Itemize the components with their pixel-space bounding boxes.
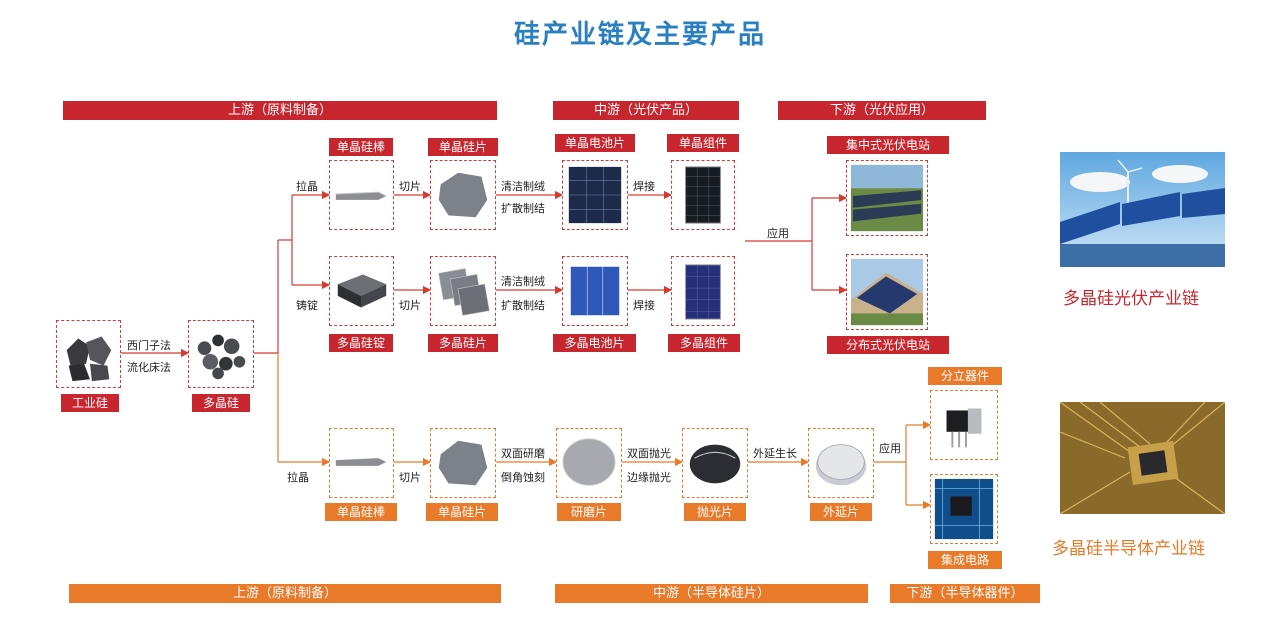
epi-wafer-image <box>808 428 874 498</box>
bar-semi-upstream: 上游（原料制备） <box>69 584 501 603</box>
distributed-station-image <box>846 254 928 330</box>
label-polished-wafer: 抛光片 <box>684 503 746 521</box>
process-weld-mid: 焊接 <box>633 299 655 312</box>
mono-module-image <box>671 160 735 230</box>
polysilicon-image <box>188 320 254 388</box>
label-mono-wafer-top: 单晶硅片 <box>428 138 498 156</box>
process-pull-semi: 拉晶 <box>287 471 309 484</box>
polished-wafer-image <box>682 428 748 498</box>
semiconductor-chip-photo <box>1060 402 1225 514</box>
bar-pv-downstream: 下游（光伏应用） <box>778 101 986 120</box>
label-ic: 集成电路 <box>928 551 1002 569</box>
caption-semi-chain: 多晶硅半导体产业链 <box>1052 539 1205 559</box>
page-title: 硅产业链及主要产品 <box>513 20 766 50</box>
label-distributed-station: 分布式光伏电站 <box>827 336 949 354</box>
process-fluidized-bed: 流化床法 <box>127 361 171 374</box>
bar-pv-midstream: 中游（光伏产品） <box>553 101 739 120</box>
process-texture-top: 清洁制绒 <box>501 180 545 193</box>
caption-pv-chain: 多晶硅光伏产业链 <box>1063 289 1199 309</box>
process-texture-mid: 清洁制绒 <box>501 275 545 288</box>
label-mono-rod-semi: 单晶硅棒 <box>325 503 397 521</box>
label-poly-cell: 多晶电池片 <box>553 334 636 352</box>
process-chamfer: 倒角蚀刻 <box>501 471 545 484</box>
process-pull-top: 拉晶 <box>296 180 318 193</box>
process-siemens: 西门子法 <box>127 339 171 352</box>
poly-cell-image <box>562 256 628 326</box>
process-edge-polish: 边缘抛光 <box>627 471 671 484</box>
label-poly-ingot: 多晶硅锭 <box>329 334 393 352</box>
process-diffuse-top: 扩散制结 <box>501 202 545 215</box>
process-cut-mid: 切片 <box>399 299 421 312</box>
central-station-image <box>846 160 928 236</box>
process-apply-semi: 应用 <box>879 442 901 455</box>
process-double-polish: 双面抛光 <box>627 447 671 460</box>
label-epi-wafer: 外延片 <box>810 503 872 521</box>
process-cut-semi: 切片 <box>399 471 421 484</box>
integrated-circuit-image <box>930 474 998 544</box>
process-epitaxy: 外延生长 <box>753 447 797 460</box>
pv-solar-farm-photo <box>1060 152 1225 267</box>
process-weld-top: 焊接 <box>633 180 655 193</box>
label-mono-module: 单晶组件 <box>667 134 739 152</box>
label-industrial-silicon: 工业硅 <box>61 394 119 412</box>
label-mono-rod-top: 单晶硅棒 <box>329 138 393 156</box>
process-cast: 铸锭 <box>296 299 318 312</box>
label-central-station: 集中式光伏电站 <box>827 136 949 154</box>
process-apply-pv: 应用 <box>767 227 789 240</box>
lapped-wafer-image <box>556 428 622 498</box>
label-lapped-wafer: 研磨片 <box>557 503 621 521</box>
label-mono-wafer-semi: 单晶硅片 <box>426 503 498 521</box>
poly-wafer-image <box>430 256 496 326</box>
mono-rod-image-semi <box>329 428 394 498</box>
bar-semi-midstream: 中游（半导体硅片） <box>555 584 868 603</box>
mono-wafer-image-top <box>430 160 496 230</box>
industrial-silicon-image <box>56 320 121 388</box>
process-double-lap: 双面研磨 <box>501 447 545 460</box>
label-discrete: 分立器件 <box>928 367 1002 385</box>
process-diffuse-mid: 扩散制结 <box>501 299 545 312</box>
mono-rod-image-top <box>329 160 394 230</box>
discrete-device-image <box>930 390 998 460</box>
label-poly-module: 多晶组件 <box>668 334 740 352</box>
bar-semi-downstream: 下游（半导体器件） <box>890 584 1040 603</box>
process-cut-top: 切片 <box>399 180 421 193</box>
label-mono-cell: 单晶电池片 <box>555 134 635 152</box>
poly-ingot-image <box>329 256 394 326</box>
mono-wafer-image-semi <box>430 428 496 498</box>
label-poly-wafer: 多晶硅片 <box>428 334 498 352</box>
label-polysilicon: 多晶硅 <box>192 394 250 412</box>
bar-pv-upstream: 上游（原料制备） <box>63 101 497 120</box>
mono-cell-image <box>562 160 628 230</box>
poly-module-image <box>671 256 735 326</box>
